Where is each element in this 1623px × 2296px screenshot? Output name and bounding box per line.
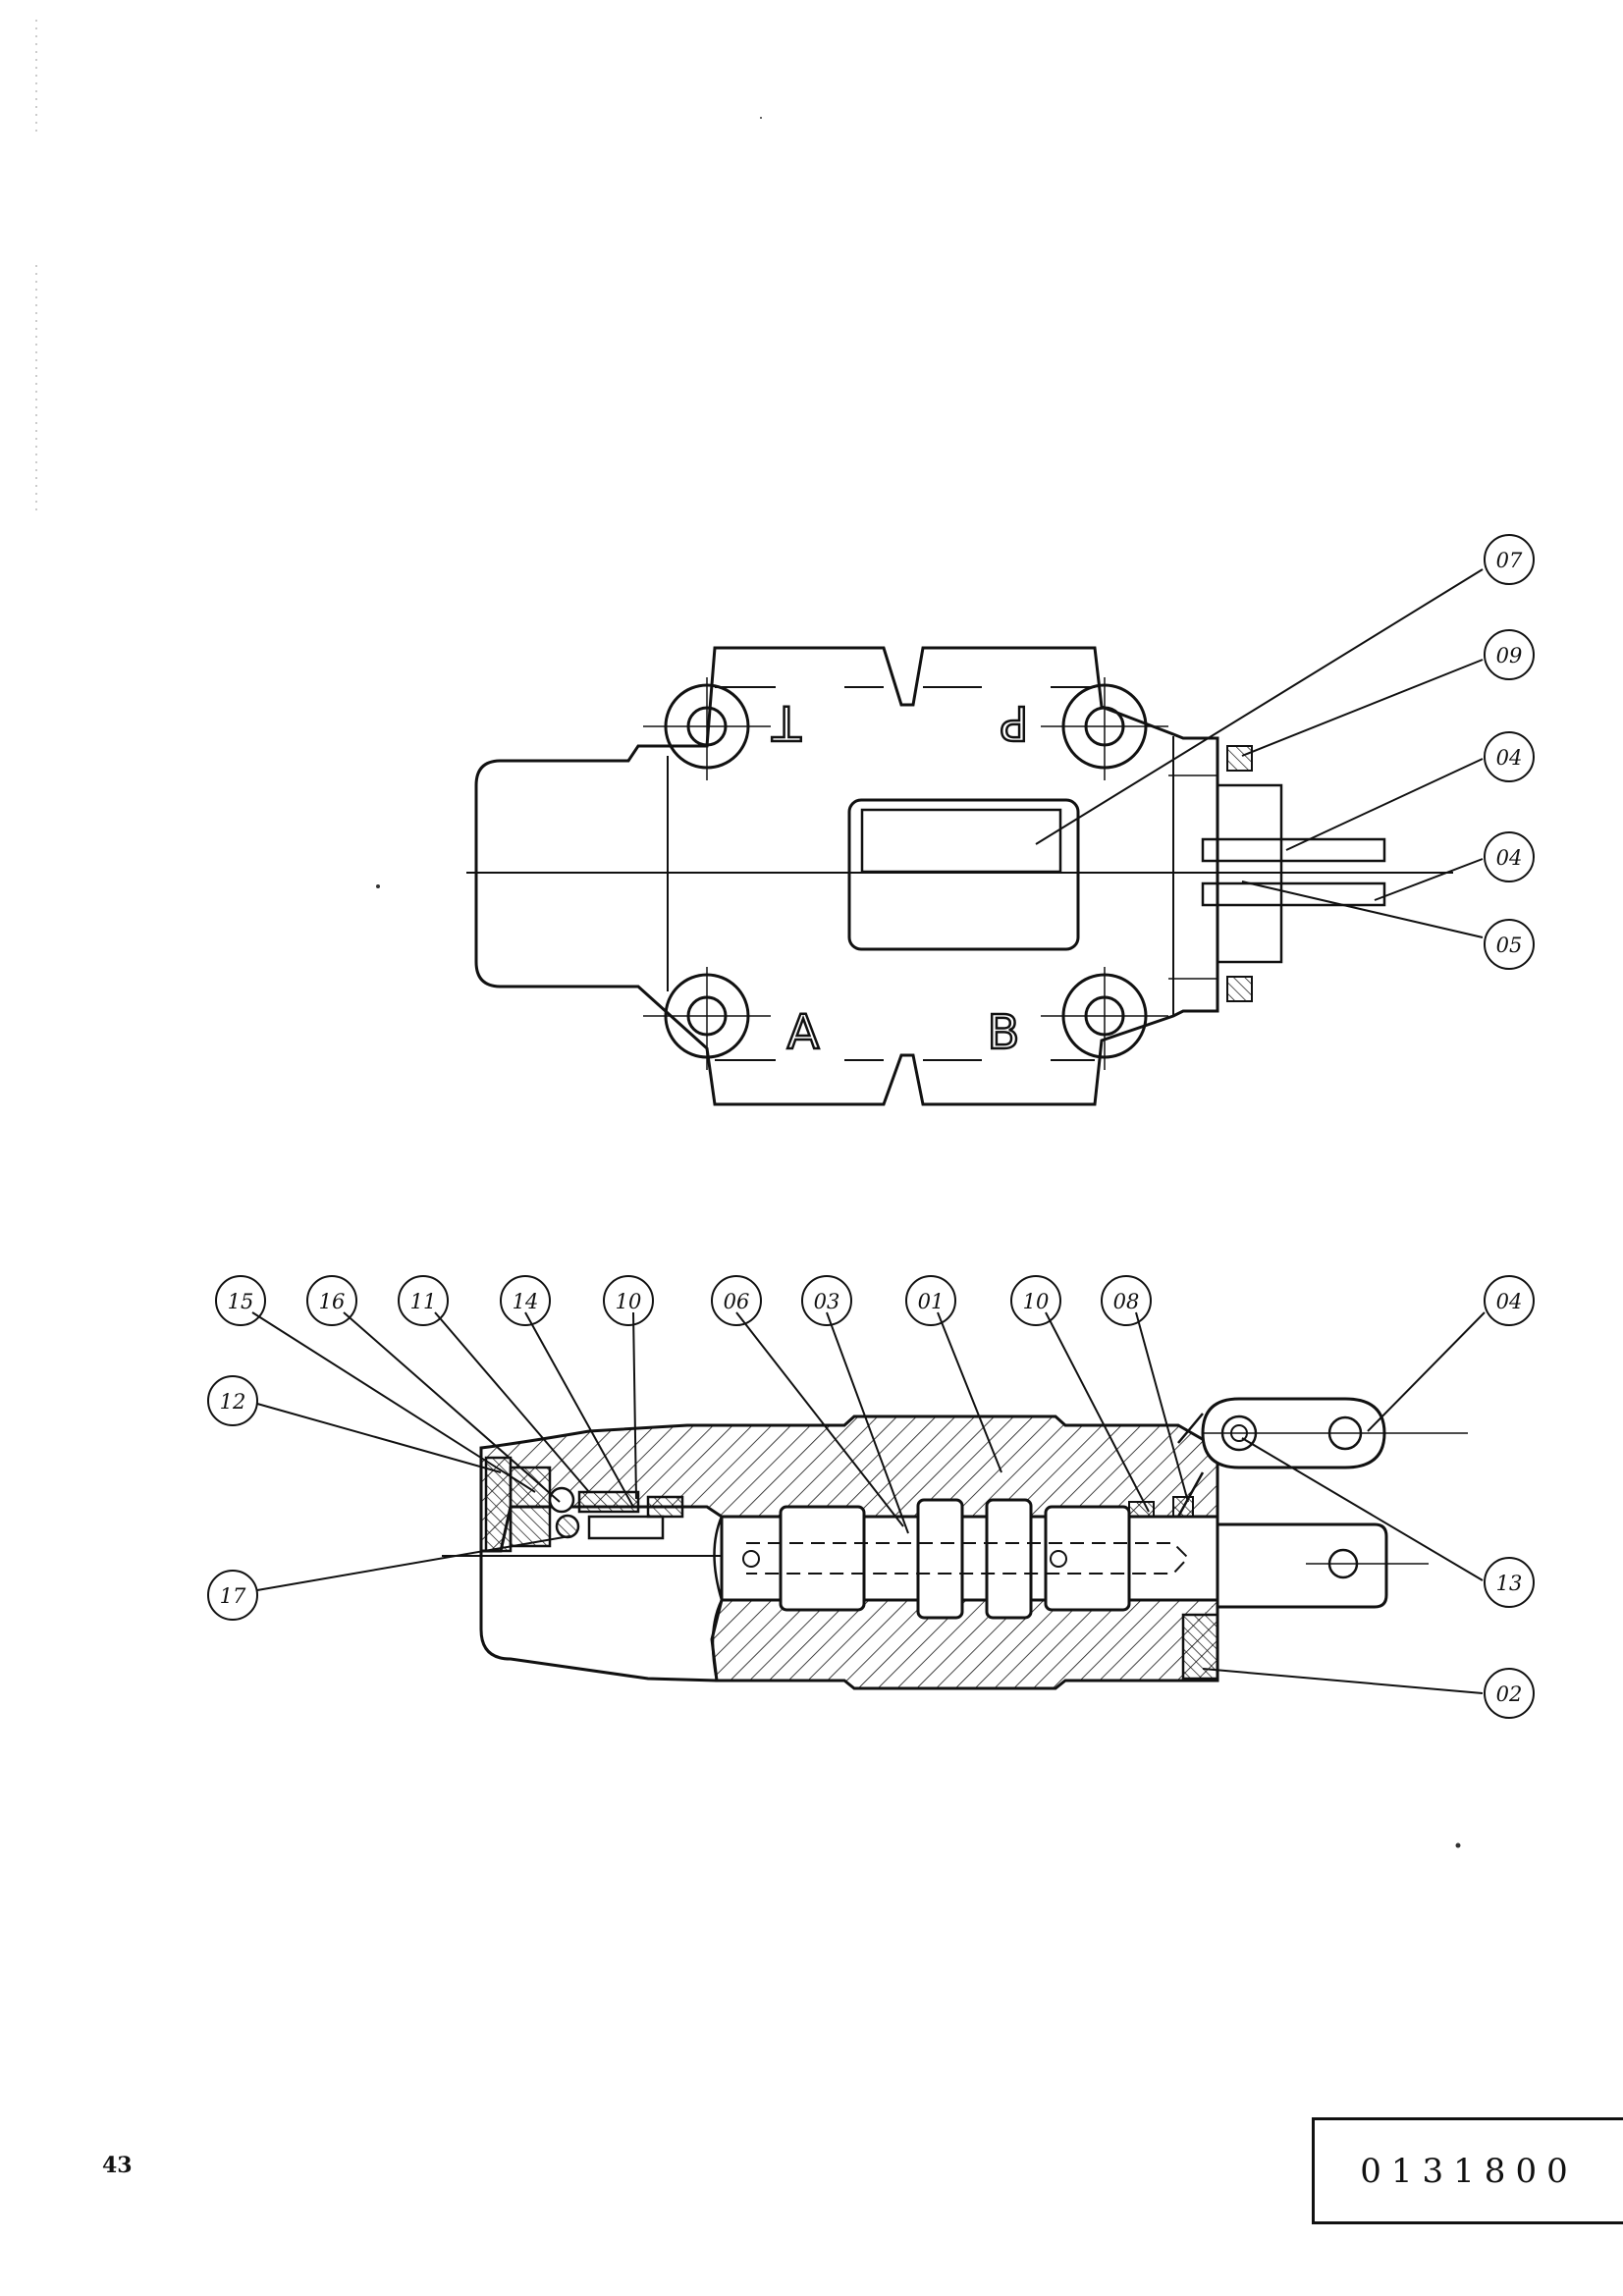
callout-14: 14 bbox=[513, 1290, 539, 1313]
page-number: 43 bbox=[102, 2153, 133, 2178]
port-label-p: P bbox=[1001, 695, 1029, 750]
end-plate bbox=[1181, 1613, 1219, 1681]
body-upper-hatched bbox=[479, 1415, 1219, 1553]
callout-05: 05 bbox=[1496, 934, 1523, 957]
port-labels: T P A B bbox=[770, 694, 1029, 1062]
callout-03: 03 bbox=[814, 1290, 840, 1313]
spool-shaft bbox=[1216, 1522, 1388, 1609]
nameplate-outer bbox=[847, 798, 1080, 951]
callout-08: 08 bbox=[1113, 1290, 1140, 1313]
callout-15: 15 bbox=[228, 1290, 254, 1313]
callout-04b: 04 bbox=[1496, 846, 1523, 870]
drawing-number: 0131800 bbox=[1360, 2152, 1578, 2191]
bolt-hole-bl bbox=[643, 967, 771, 1070]
bolt-hole-tr bbox=[1041, 677, 1168, 780]
top-view bbox=[466, 646, 1453, 1106]
nameplate-inner bbox=[860, 808, 1062, 874]
section-view bbox=[442, 1397, 1468, 1690]
top-view-callouts bbox=[1035, 534, 1535, 970]
callout-02: 02 bbox=[1496, 1682, 1523, 1706]
end-cap-outline bbox=[479, 1448, 718, 1682]
body-lower-hatched bbox=[710, 1598, 1219, 1690]
callout-10: 10 bbox=[616, 1290, 642, 1313]
callout-11: 11 bbox=[410, 1290, 437, 1313]
port-label-a: A bbox=[787, 1005, 820, 1060]
bolt-hole-br bbox=[1041, 967, 1168, 1070]
drawing-number-box: 0131800 bbox=[1312, 2117, 1623, 2224]
callout-17: 17 bbox=[220, 1584, 246, 1608]
scan-specks bbox=[376, 117, 1461, 1848]
callout-01: 01 bbox=[918, 1290, 945, 1313]
callout-10b: 10 bbox=[1023, 1290, 1050, 1313]
callout-09: 09 bbox=[1496, 644, 1523, 667]
callout-12: 12 bbox=[220, 1390, 246, 1414]
callout-06: 06 bbox=[724, 1290, 750, 1313]
valve-body-outline bbox=[474, 646, 1219, 1106]
bolt-hole-tl bbox=[643, 677, 771, 780]
port-label-b: B bbox=[988, 1005, 1020, 1060]
port-label-t: T bbox=[772, 695, 802, 750]
section-view-callouts bbox=[207, 1275, 1535, 1719]
callout-16: 16 bbox=[319, 1290, 346, 1313]
callout-13: 13 bbox=[1496, 1572, 1523, 1595]
callout-04c: 04 bbox=[1496, 1290, 1523, 1313]
callout-07: 07 bbox=[1496, 549, 1523, 572]
callout-04: 04 bbox=[1496, 746, 1523, 770]
